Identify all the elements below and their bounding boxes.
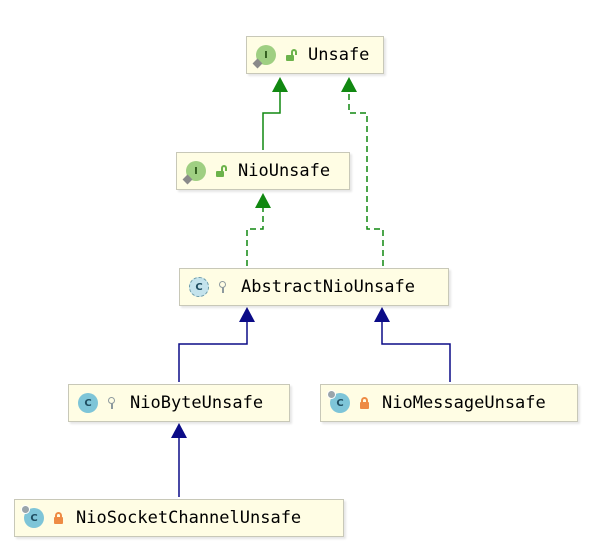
- arrowhead-niobyteunsafe: [171, 423, 187, 438]
- node-nio-unsafe[interactable]: I NioUnsafe: [176, 152, 350, 190]
- arrowhead-abstractniounsafe-right: [374, 307, 390, 322]
- class-icon: C: [78, 393, 98, 413]
- node-nio-byte-unsafe[interactable]: C NioByteUnsafe: [68, 384, 290, 422]
- interface-icon: I: [182, 161, 206, 185]
- edge-niobyteunsafe-to-abstractniounsafe: [178, 322, 248, 382]
- source-badge-icon: [252, 58, 263, 69]
- source-badge-icon: [182, 174, 193, 185]
- edge-niomessageunsafe-to-abstractniounsafe: [381, 322, 451, 382]
- arrowhead-abstractniounsafe-left: [239, 307, 255, 322]
- node-nio-message-unsafe[interactable]: C NioMessageUnsafe: [320, 384, 578, 422]
- inner-class-pin-icon: [327, 390, 336, 399]
- interface-icon: I: [252, 45, 276, 69]
- edge-niounsafe-to-unsafe: [262, 92, 281, 150]
- edge-abstractniounsafe-to-unsafe: [348, 92, 384, 266]
- node-unsafe[interactable]: I Unsafe: [246, 36, 384, 74]
- class-icon: C: [327, 390, 350, 413]
- node-label-unsafe: Unsafe: [308, 45, 370, 65]
- node-nio-socket-channel-unsafe[interactable]: C NioSocketChannelUnsafe: [14, 499, 344, 537]
- arrowhead-unsafe-dashed: [341, 77, 357, 92]
- public-unlocked-icon: [284, 49, 297, 61]
- package-private-key-icon: [106, 397, 118, 409]
- node-label-nio-unsafe: NioUnsafe: [238, 161, 331, 181]
- node-label-abstract-nio-unsafe: AbstractNioUnsafe: [241, 277, 415, 297]
- arrowhead-unsafe-solid: [272, 77, 288, 92]
- inner-class-pin-icon: [21, 505, 30, 514]
- class-icon: C: [21, 505, 44, 528]
- private-lock-icon: [358, 397, 370, 409]
- node-label-nio-socket-channel-unsafe: NioSocketChannelUnsafe: [76, 508, 302, 528]
- node-label-nio-message-unsafe: NioMessageUnsafe: [382, 393, 546, 413]
- arrowhead-niounsafe: [255, 193, 271, 208]
- public-unlocked-icon: [214, 165, 227, 177]
- edge-abstractniounsafe-to-niounsafe: [246, 208, 264, 266]
- abstract-class-icon: C: [189, 277, 209, 297]
- node-abstract-nio-unsafe[interactable]: C AbstractNioUnsafe: [179, 268, 449, 306]
- node-label-nio-byte-unsafe: NioByteUnsafe: [130, 393, 264, 413]
- package-private-key-icon: [217, 281, 229, 293]
- private-lock-icon: [52, 512, 64, 524]
